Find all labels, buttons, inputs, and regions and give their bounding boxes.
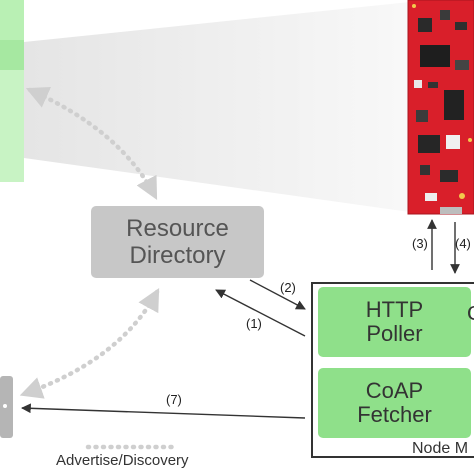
arrow-label-3: (3) <box>412 236 428 251</box>
projection-beam <box>24 2 410 212</box>
device-board-icon <box>407 0 474 215</box>
arrow-label-4: (4) <box>455 236 471 251</box>
arrow-2 <box>249 279 306 310</box>
coap-fetcher-line1: CoAP <box>365 378 424 403</box>
arrow-1 <box>215 289 306 337</box>
cut-off-glyph: C <box>467 303 474 326</box>
node-title: Node M <box>412 440 469 457</box>
arrow-label-7: (7) <box>166 392 182 407</box>
arrow-7 <box>21 403 306 419</box>
http-poller-line2: Poller <box>366 321 423 346</box>
arrow-label-1: (1) <box>246 316 262 331</box>
arrow-label-2: (2) <box>280 280 296 295</box>
resource-directory-line1: Resource <box>126 215 229 242</box>
http-poller-box: HTTP Poller <box>318 287 471 357</box>
resource-directory-line2: Directory <box>129 242 226 269</box>
legend-label: Advertise/Discovery <box>56 452 189 469</box>
coap-fetcher-box: CoAP Fetcher <box>318 368 471 438</box>
resource-directory-box: Resource Directory <box>91 206 264 278</box>
coap-fetcher-line2: Fetcher <box>357 402 432 427</box>
discovery-arrow-upper <box>25 87 158 200</box>
discovery-arrow-lower <box>19 288 160 399</box>
client-device-button-icon <box>3 404 7 408</box>
http-poller-line1: HTTP <box>365 297 424 322</box>
client-panel <box>0 0 24 182</box>
